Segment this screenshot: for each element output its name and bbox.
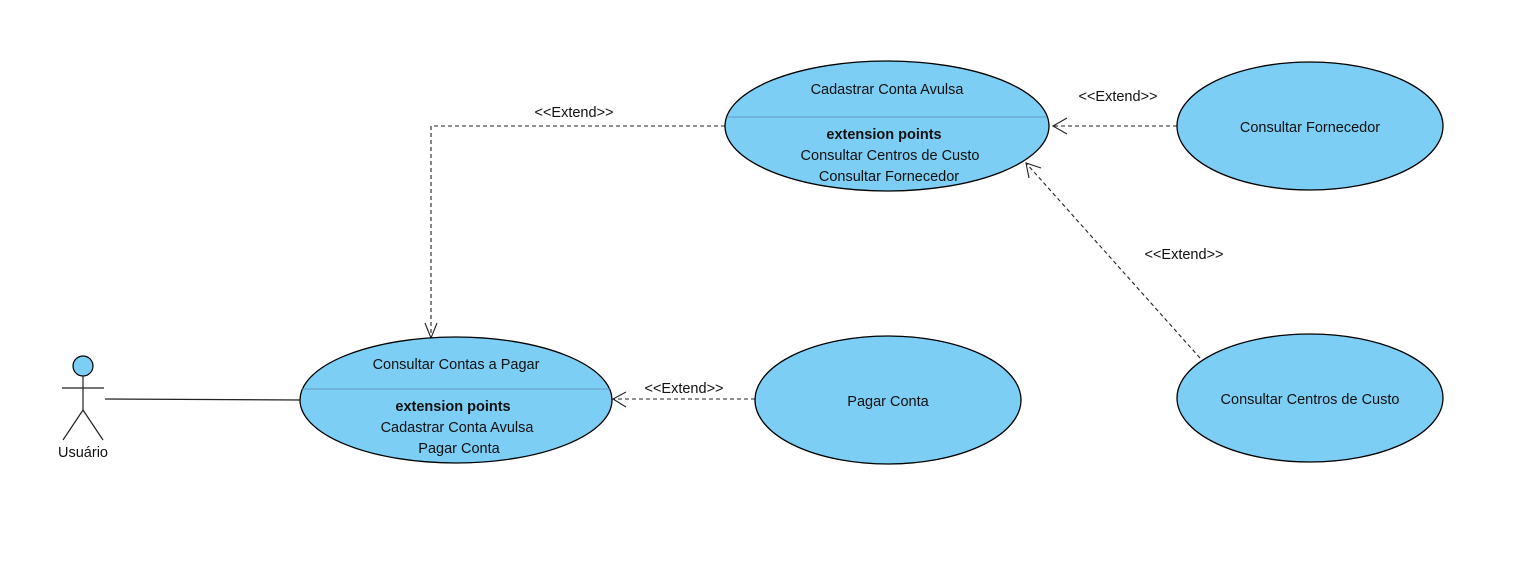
extension-point: Cadastrar Conta Avulsa	[381, 420, 535, 436]
extend-label-cadastrar: <<Extend>>	[534, 105, 613, 121]
actor-left-leg	[62, 409, 84, 441]
extension-points-header: extension points	[395, 399, 510, 415]
use-case-consultar-fornecedor[interactable]: Consultar Fornecedor	[1176, 61, 1444, 191]
extend-cadastrar-to-consultar-contas	[424, 125, 725, 340]
actor-head	[72, 355, 94, 377]
extend-fornecedor-to-cadastrar	[1051, 117, 1177, 135]
extend-label-pagar: <<Extend>>	[644, 381, 723, 397]
extension-point: Consultar Fornecedor	[819, 169, 959, 185]
extend-label-fornecedor: <<Extend>>	[1078, 89, 1157, 105]
extension-point: Pagar Conta	[418, 441, 500, 457]
extend-centros-to-cadastrar	[1025, 162, 1201, 359]
actor-label: Usuário	[58, 445, 108, 461]
use-case-cadastrar-conta-avulsa[interactable]: Cadastrar Conta Avulsa extension points …	[724, 60, 1050, 192]
actor-usuario[interactable]: Usuário	[58, 355, 108, 461]
use-case-title: Pagar Conta	[847, 394, 929, 410]
extend-label-centros: <<Extend>>	[1144, 247, 1223, 263]
extend-pagar-to-consultar-contas	[611, 391, 755, 408]
use-case-title: Consultar Centros de Custo	[1221, 392, 1400, 408]
use-case-title: Consultar Contas a Pagar	[373, 357, 540, 373]
use-case-consultar-contas-a-pagar[interactable]: Consultar Contas a Pagar extension point…	[299, 336, 613, 464]
association-usuario-consultar-contas	[104, 398, 301, 401]
use-case-consultar-centros-de-custo[interactable]: Consultar Centros de Custo	[1176, 333, 1444, 463]
extension-points-header: extension points	[826, 127, 941, 143]
extension-point: Consultar Centros de Custo	[801, 148, 980, 164]
use-case-title: Consultar Fornecedor	[1240, 120, 1380, 136]
use-case-title: Cadastrar Conta Avulsa	[811, 82, 965, 98]
actor-right-leg	[82, 409, 104, 441]
use-case-pagar-conta[interactable]: Pagar Conta	[754, 335, 1022, 465]
